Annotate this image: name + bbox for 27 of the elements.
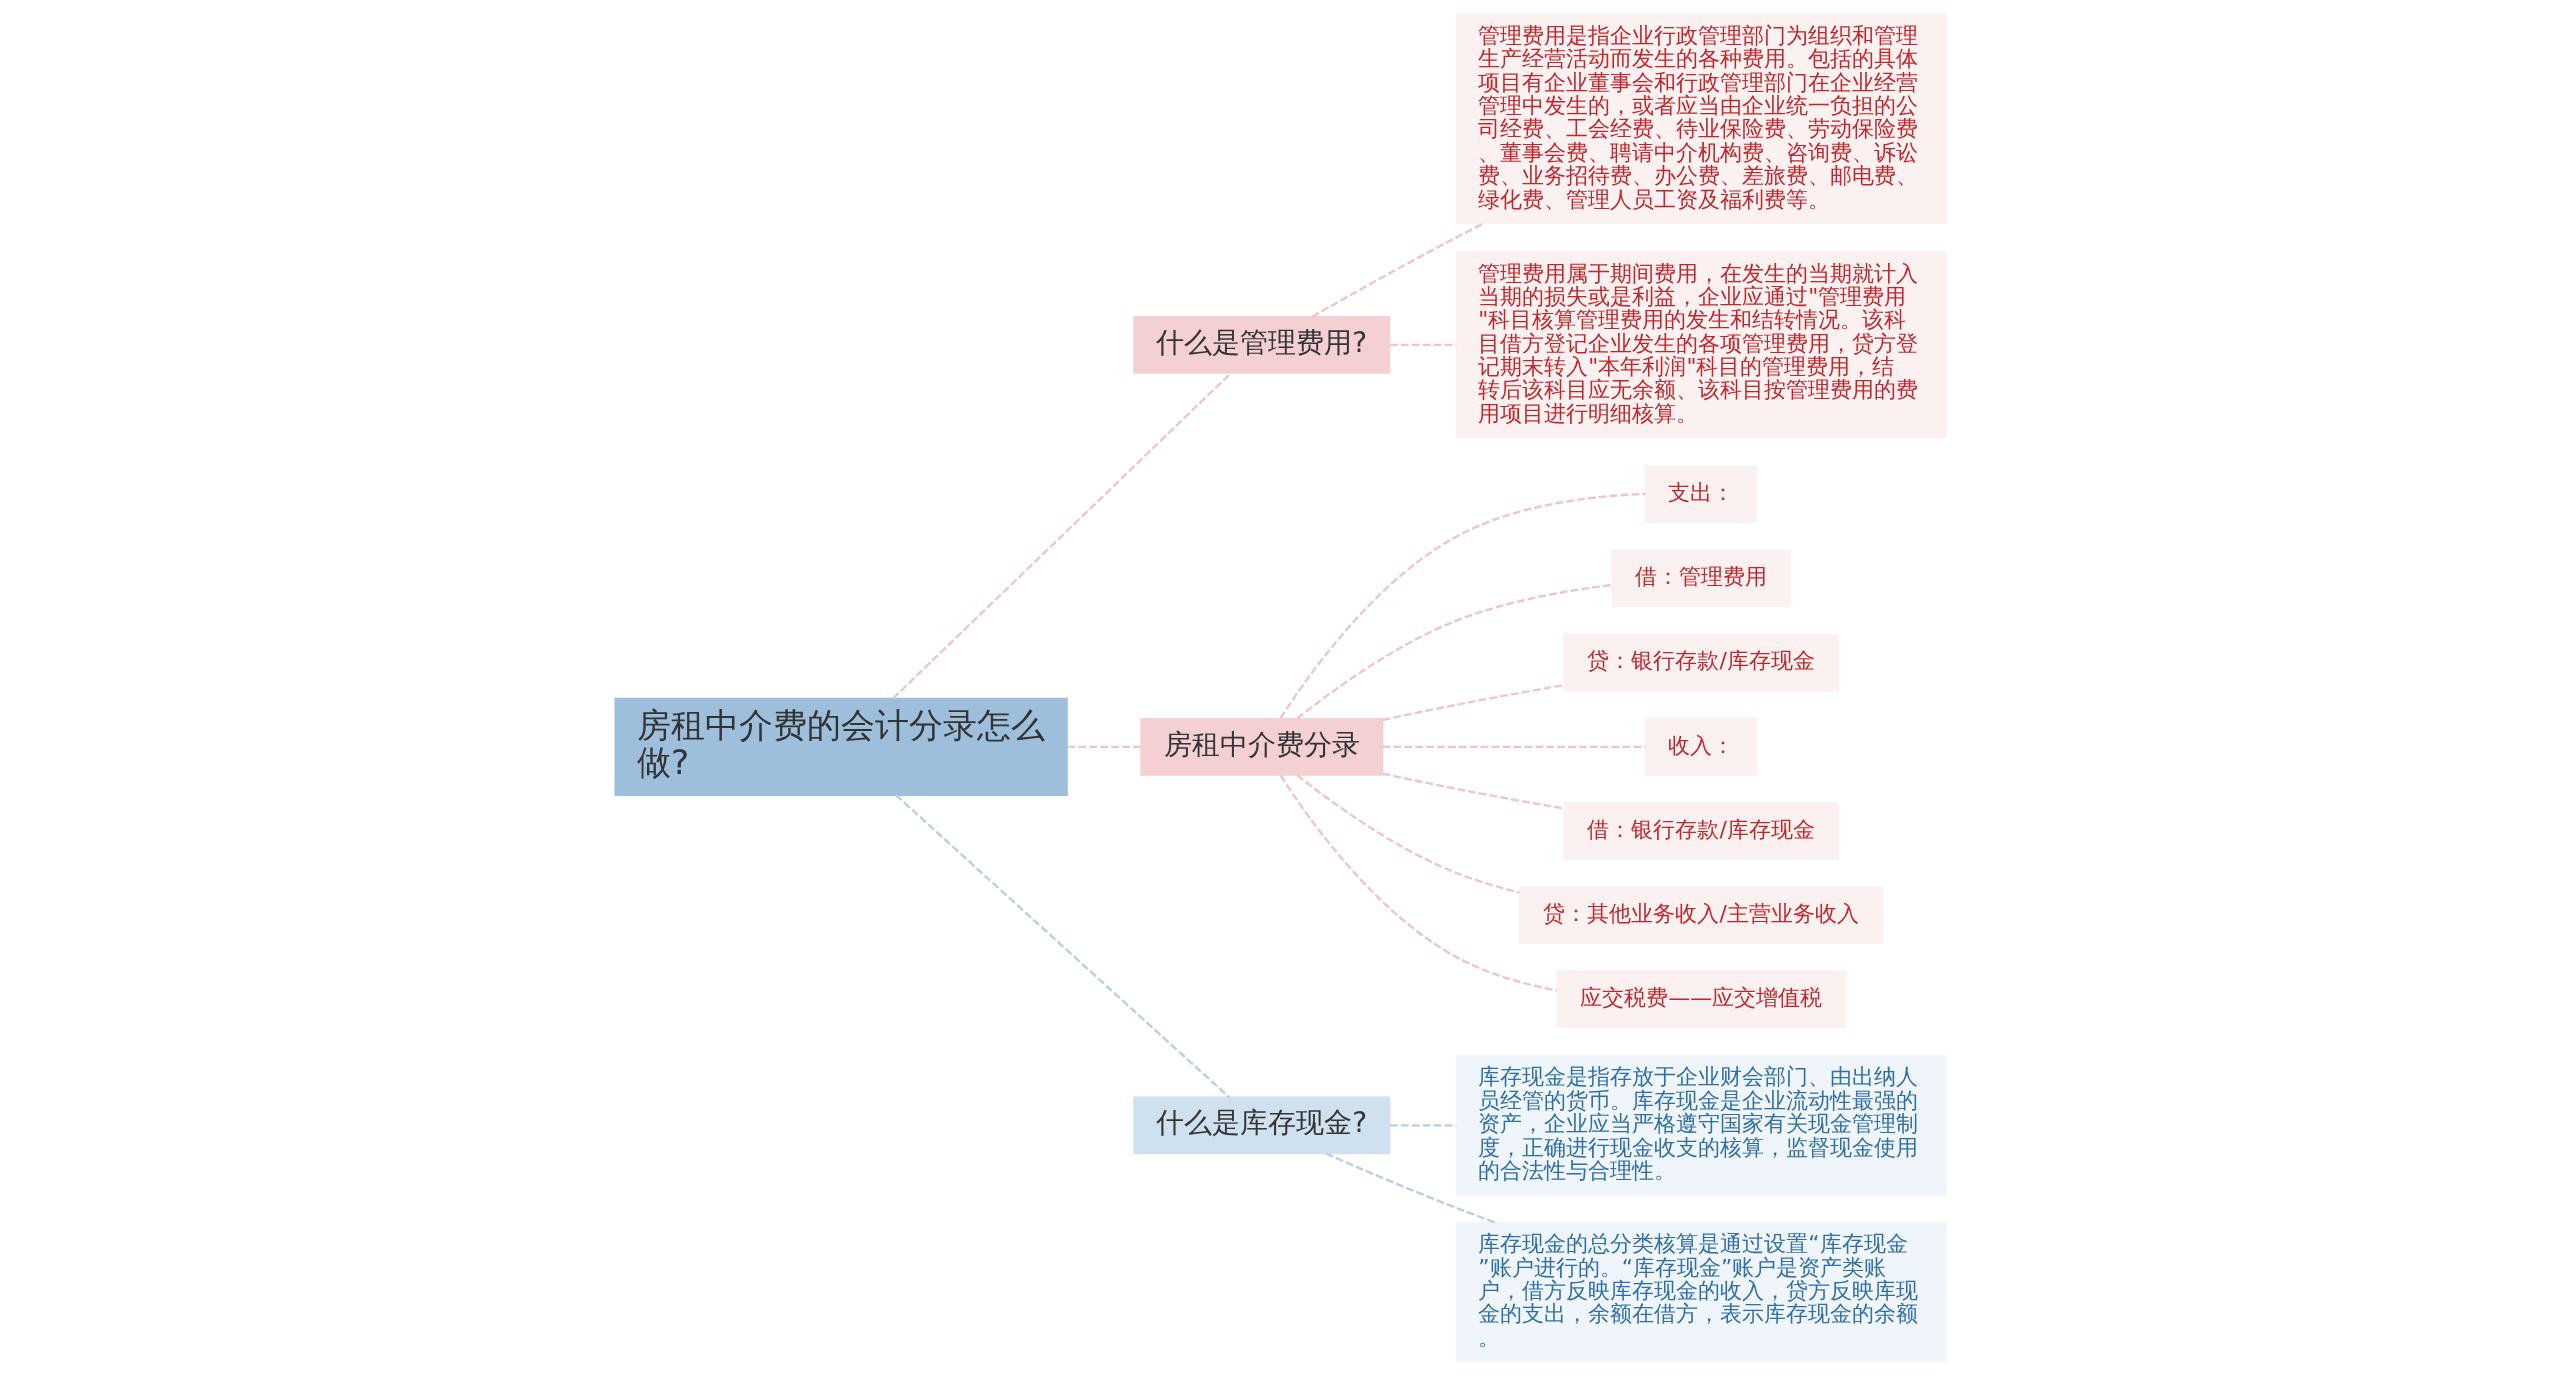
connector (1296, 774, 1520, 894)
node-box: 管理费用是指企业行政管理部门为组织和管理生产经营活动而发生的各种费用。包括的具体项目有企业董事会和行政管理部门在企业经营管理中发生的，或者应当由企业统一负担的公司经费、工会经费、待业保险费、劳动保险费、董事会费、聘请中介机构费、咨询费、诉讼费、业务招待费、办公费、差旅费、邮电费、绿化费、管理人员工资及福利费等。 (1455, 13, 1947, 225)
connector (1279, 774, 1557, 992)
connector (1382, 745, 1645, 748)
node-box: 贷：银行存款/库存现金 (1562, 633, 1839, 692)
node-box: 管理费用属于期间费用，在发生的当期就计入当期的损失或是利益，企业应通过"管理费用"科目核算管理费用的发生和结转情况。该科目借方登记企业发生的各项管理费用，贷方登记期末转入"本年利润"科目的管理费用，结转后该科目应无余额、该科目按管理费用的费用项目进行明细核算。 (1455, 251, 1947, 439)
node-box: 支出： (1644, 465, 1757, 524)
node-box: 什么是管理费用? (1132, 316, 1390, 374)
connector (1311, 222, 1484, 318)
node-box: 借：管理费用 (1611, 549, 1791, 608)
node-box: 收入： (1644, 718, 1757, 776)
connector (1382, 772, 1564, 810)
node-box: 房租中介费的会计分录怎么做? (613, 697, 1068, 796)
connector (1382, 683, 1564, 722)
connector (891, 372, 1232, 700)
connector (1325, 1152, 1496, 1224)
node-box: 应交税费——应交增值税 (1555, 970, 1846, 1029)
node-box: 库存现金的总分类核算是通过设置“库存现金”账户进行的。“库存现金”账户是资产类账户，借方反映库存现金的收入，贷方反映库现金的支出，余额在借方，表示库存现金的余额。 (1455, 1222, 1947, 1363)
connector (894, 794, 1230, 1099)
connector (1066, 745, 1141, 748)
connector (1296, 583, 1612, 720)
connector (1279, 492, 1646, 719)
node-box: 借：银行存款/库存现金 (1562, 802, 1839, 860)
node-box: 房租中介费分录 (1139, 718, 1383, 776)
node-box: 库存现金是指存放于企业财会部门、由出纳人员经管的货币。库存现金是企业流动性最强的资产，企业应当严格遵守国家有关现金管理制度，正确进行现金收支的核算，监督现金使用的合法性与合理性。 (1455, 1055, 1947, 1196)
node-box: 贷：其他业务收入/主营业务收入 (1518, 886, 1883, 944)
node-box: 什么是库存现金? (1132, 1096, 1390, 1155)
